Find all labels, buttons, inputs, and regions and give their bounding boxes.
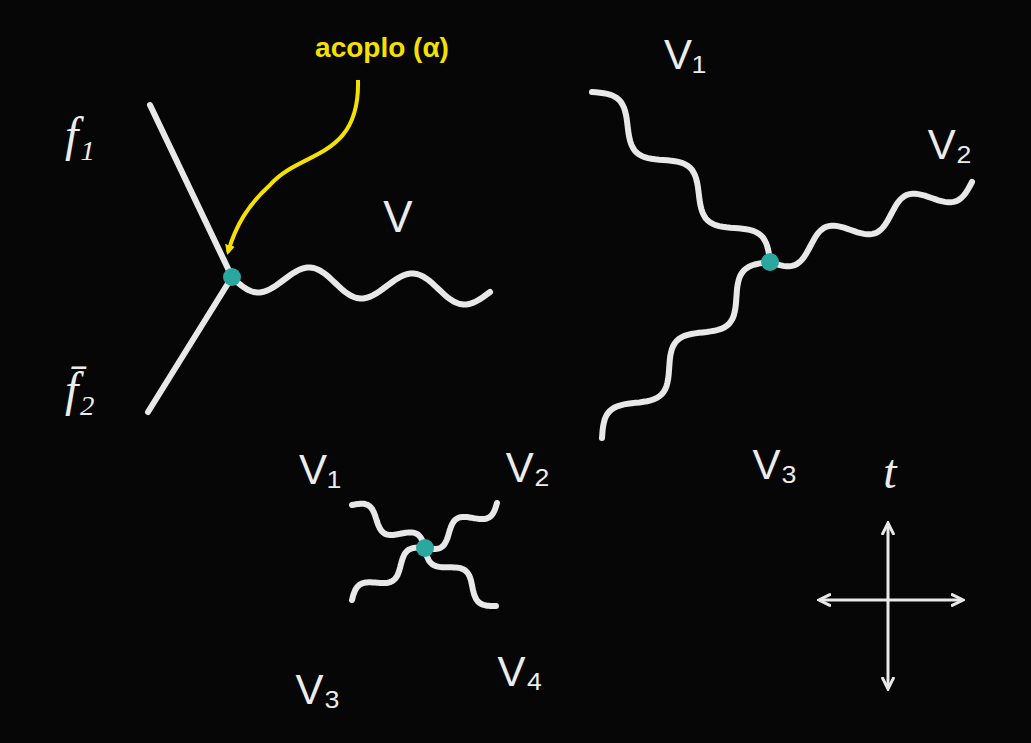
axis-arrow xyxy=(887,524,890,600)
time-label: t xyxy=(883,448,896,496)
boson-label: V₃ xyxy=(295,669,340,711)
boson-label: V xyxy=(383,195,412,239)
boson-line xyxy=(425,503,497,549)
vertex-dot xyxy=(223,268,241,286)
axis-arrow xyxy=(820,599,888,602)
boson-label: V₃ xyxy=(752,444,797,486)
vertex-dot xyxy=(761,253,779,271)
boson-label: V₁ xyxy=(664,34,706,76)
antifermion-line xyxy=(148,277,232,412)
axis-arrow xyxy=(888,599,962,602)
boson-label: V₄ xyxy=(497,651,542,693)
boson-label: V₂ xyxy=(928,124,972,166)
boson-line xyxy=(602,262,770,438)
vertex-dot xyxy=(416,539,434,557)
boson-line xyxy=(770,182,972,266)
axis-arrow xyxy=(887,600,890,688)
boson-label: V₂ xyxy=(506,447,550,489)
particle-label: f̄₂ xyxy=(65,366,95,414)
boson-label: V₁ xyxy=(299,449,341,491)
boson-line xyxy=(352,504,425,548)
boson-line xyxy=(425,548,496,606)
particle-label: f₁ xyxy=(65,111,95,159)
boson-line xyxy=(352,548,425,600)
boson-line xyxy=(592,92,770,262)
fermion-line xyxy=(150,105,232,277)
pointer-arrow xyxy=(228,80,358,252)
coupling-label: acoplo (α) xyxy=(315,34,449,62)
boson-line xyxy=(232,268,490,305)
